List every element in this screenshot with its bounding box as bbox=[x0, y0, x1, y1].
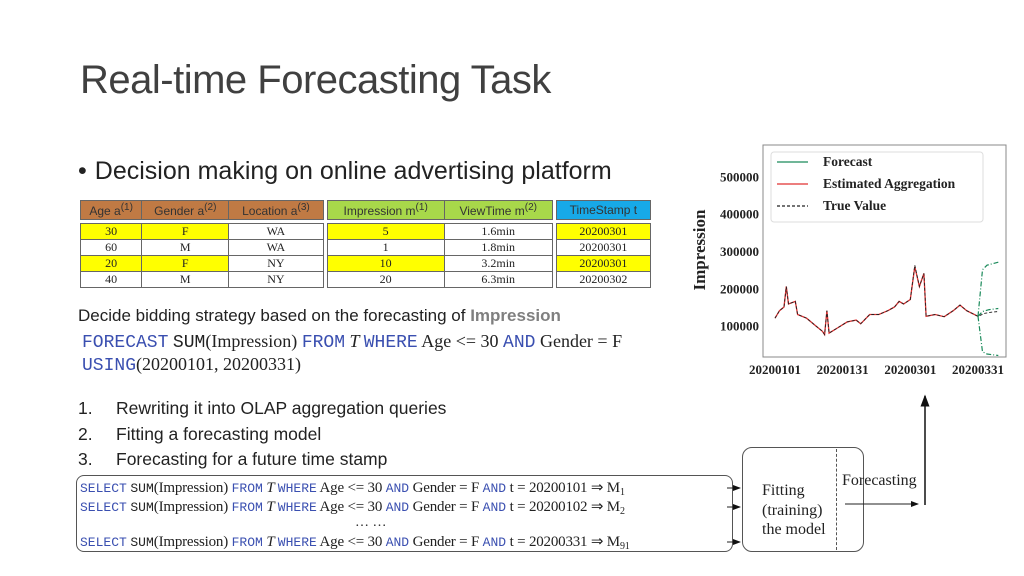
model-box bbox=[742, 447, 864, 552]
table-cell: M bbox=[141, 271, 230, 288]
impression-highlight: Impression bbox=[470, 306, 561, 325]
bullet-text: Decision making on online advertising pl… bbox=[94, 157, 612, 185]
table-cell: F bbox=[141, 255, 230, 272]
table-cell: 1.8min bbox=[443, 239, 553, 256]
table-cell: NY bbox=[228, 271, 324, 288]
forecast-query: FORECAST SUM(Impression) FROM T WHERE Ag… bbox=[82, 331, 623, 376]
legend bbox=[770, 151, 984, 223]
header-timestamp: TimeStamp t bbox=[555, 200, 652, 220]
table-cell: 40 bbox=[79, 271, 143, 288]
list-item: 2.Fitting a forecasting model bbox=[78, 423, 322, 444]
header-impression: Impression m(1) bbox=[326, 200, 445, 220]
x-tick-label: 20200131 bbox=[817, 362, 869, 377]
forecast-mid-line bbox=[977, 307, 999, 317]
y-axis-label: Impression bbox=[690, 209, 709, 290]
example-table: Age a(1) Gender a(2) Location a(3) Impre… bbox=[79, 200, 652, 288]
aggregation-query: SELECT SUM(Impression) FROM T WHERE Age … bbox=[80, 480, 625, 498]
bullet-icon: • bbox=[78, 157, 87, 185]
table-cell: 20 bbox=[326, 271, 445, 288]
aggregation-query: SELECT SUM(Impression) FROM T WHERE Age … bbox=[80, 499, 625, 517]
table-cell: 20200301 bbox=[555, 239, 652, 256]
model-label: Fitting(training)the model bbox=[762, 482, 826, 538]
y-tick-label: 500000 bbox=[720, 169, 759, 184]
y-tick-label: 400000 bbox=[720, 207, 759, 222]
forecast-upper-line bbox=[977, 261, 999, 317]
table-cell: 3.2min bbox=[443, 255, 553, 272]
y-tick-label: 300000 bbox=[720, 244, 759, 259]
table-cell: 20200302 bbox=[555, 271, 652, 288]
table-header: Age a(1) Gender a(2) Location a(3) Impre… bbox=[79, 200, 652, 220]
table-cell: 1.6min bbox=[443, 223, 553, 240]
list-item: 1.Rewriting it into OLAP aggregation que… bbox=[78, 398, 447, 418]
decide-text: Decide bidding strategy based on the for… bbox=[78, 306, 561, 325]
x-tick-label: 20200331 bbox=[952, 362, 1004, 377]
table-cell: 10 bbox=[326, 255, 445, 272]
slide-title: Real-time Forecasting Task bbox=[80, 58, 551, 102]
forecast-lower-line bbox=[977, 316, 999, 357]
legend-label: Forecast bbox=[823, 154, 873, 169]
bullet-point: •Decision making on online advertising p… bbox=[78, 157, 612, 186]
x-tick-label: 20200301 bbox=[884, 362, 936, 377]
steps-list: 1.Rewriting it into OLAP aggregation que… bbox=[78, 396, 446, 473]
true-value-line bbox=[774, 265, 999, 336]
y-tick-label: 100000 bbox=[720, 319, 759, 334]
forecasting-label: Forecasting bbox=[842, 472, 917, 489]
table-cell: 6.3min bbox=[443, 271, 553, 288]
aggregation-query: SELECT SUM(Impression) FROM T WHERE Age … bbox=[80, 534, 630, 552]
table-cell: F bbox=[141, 223, 230, 240]
y-tick-label: 200000 bbox=[720, 281, 759, 296]
divider bbox=[836, 449, 837, 550]
header-viewtime: ViewTime m(2) bbox=[443, 200, 553, 220]
ellipsis: … … bbox=[355, 515, 387, 530]
list-item: 3.Forecasting for a future time stamp bbox=[78, 449, 388, 469]
aggregation-queries-box bbox=[76, 475, 733, 552]
legend-label: True Value bbox=[823, 198, 886, 213]
table-cell: 20200301 bbox=[555, 223, 652, 240]
x-tick-label: 20200101 bbox=[749, 362, 801, 377]
table-cell: 5 bbox=[326, 223, 445, 240]
legend-label: Estimated Aggregation bbox=[823, 176, 956, 191]
header-location: Location a(3) bbox=[228, 200, 324, 220]
header-age: Age a(1) bbox=[79, 200, 143, 220]
header-gender: Gender a(2) bbox=[141, 200, 230, 220]
impression-chart: 100000 200000 300000 400000 500000 20200101 20… bbox=[690, 144, 1007, 377]
